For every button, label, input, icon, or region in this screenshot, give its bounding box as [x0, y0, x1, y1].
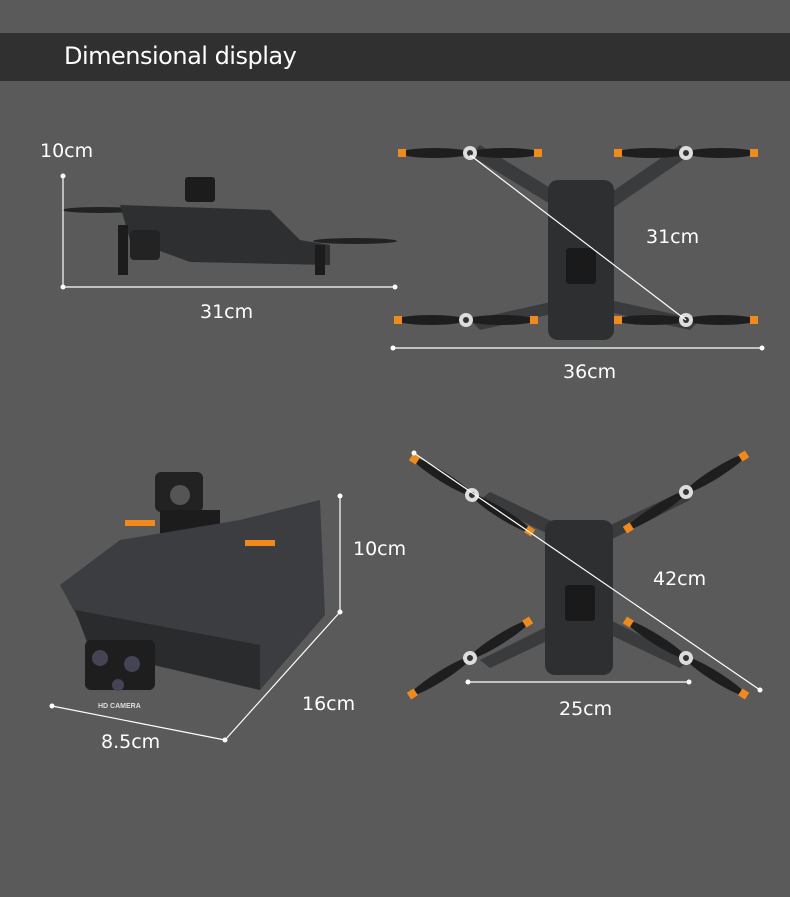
side-length-label: 31cm — [200, 301, 254, 323]
side-dimension-lines — [62, 176, 395, 288]
folded-width-label: 8.5cm — [101, 731, 161, 753]
diagonal-length-label: 42cm — [653, 568, 707, 590]
top-diagonal-label: 31cm — [646, 226, 700, 248]
header-bar: Dimensional display — [0, 33, 790, 81]
side-height-label: 10cm — [40, 140, 94, 162]
page-title: Dimensional display — [64, 42, 297, 70]
drone-top-diagonal-view — [405, 447, 751, 703]
drone-side-view — [62, 177, 397, 275]
drone-folded-view: HD CAMERA — [60, 472, 325, 710]
diagonal-dimension-lines — [413, 452, 761, 691]
folded-height-label: 10cm — [353, 538, 407, 560]
top-dimension-lines — [393, 154, 762, 349]
camera-label: HD CAMERA — [98, 703, 141, 710]
folded-depth-label: 16cm — [302, 693, 356, 715]
top-width-label: 36cm — [563, 361, 617, 383]
folded-dimension-lines — [51, 496, 341, 741]
diagonal-width-label: 25cm — [559, 698, 613, 720]
drone-top-view — [394, 145, 758, 340]
